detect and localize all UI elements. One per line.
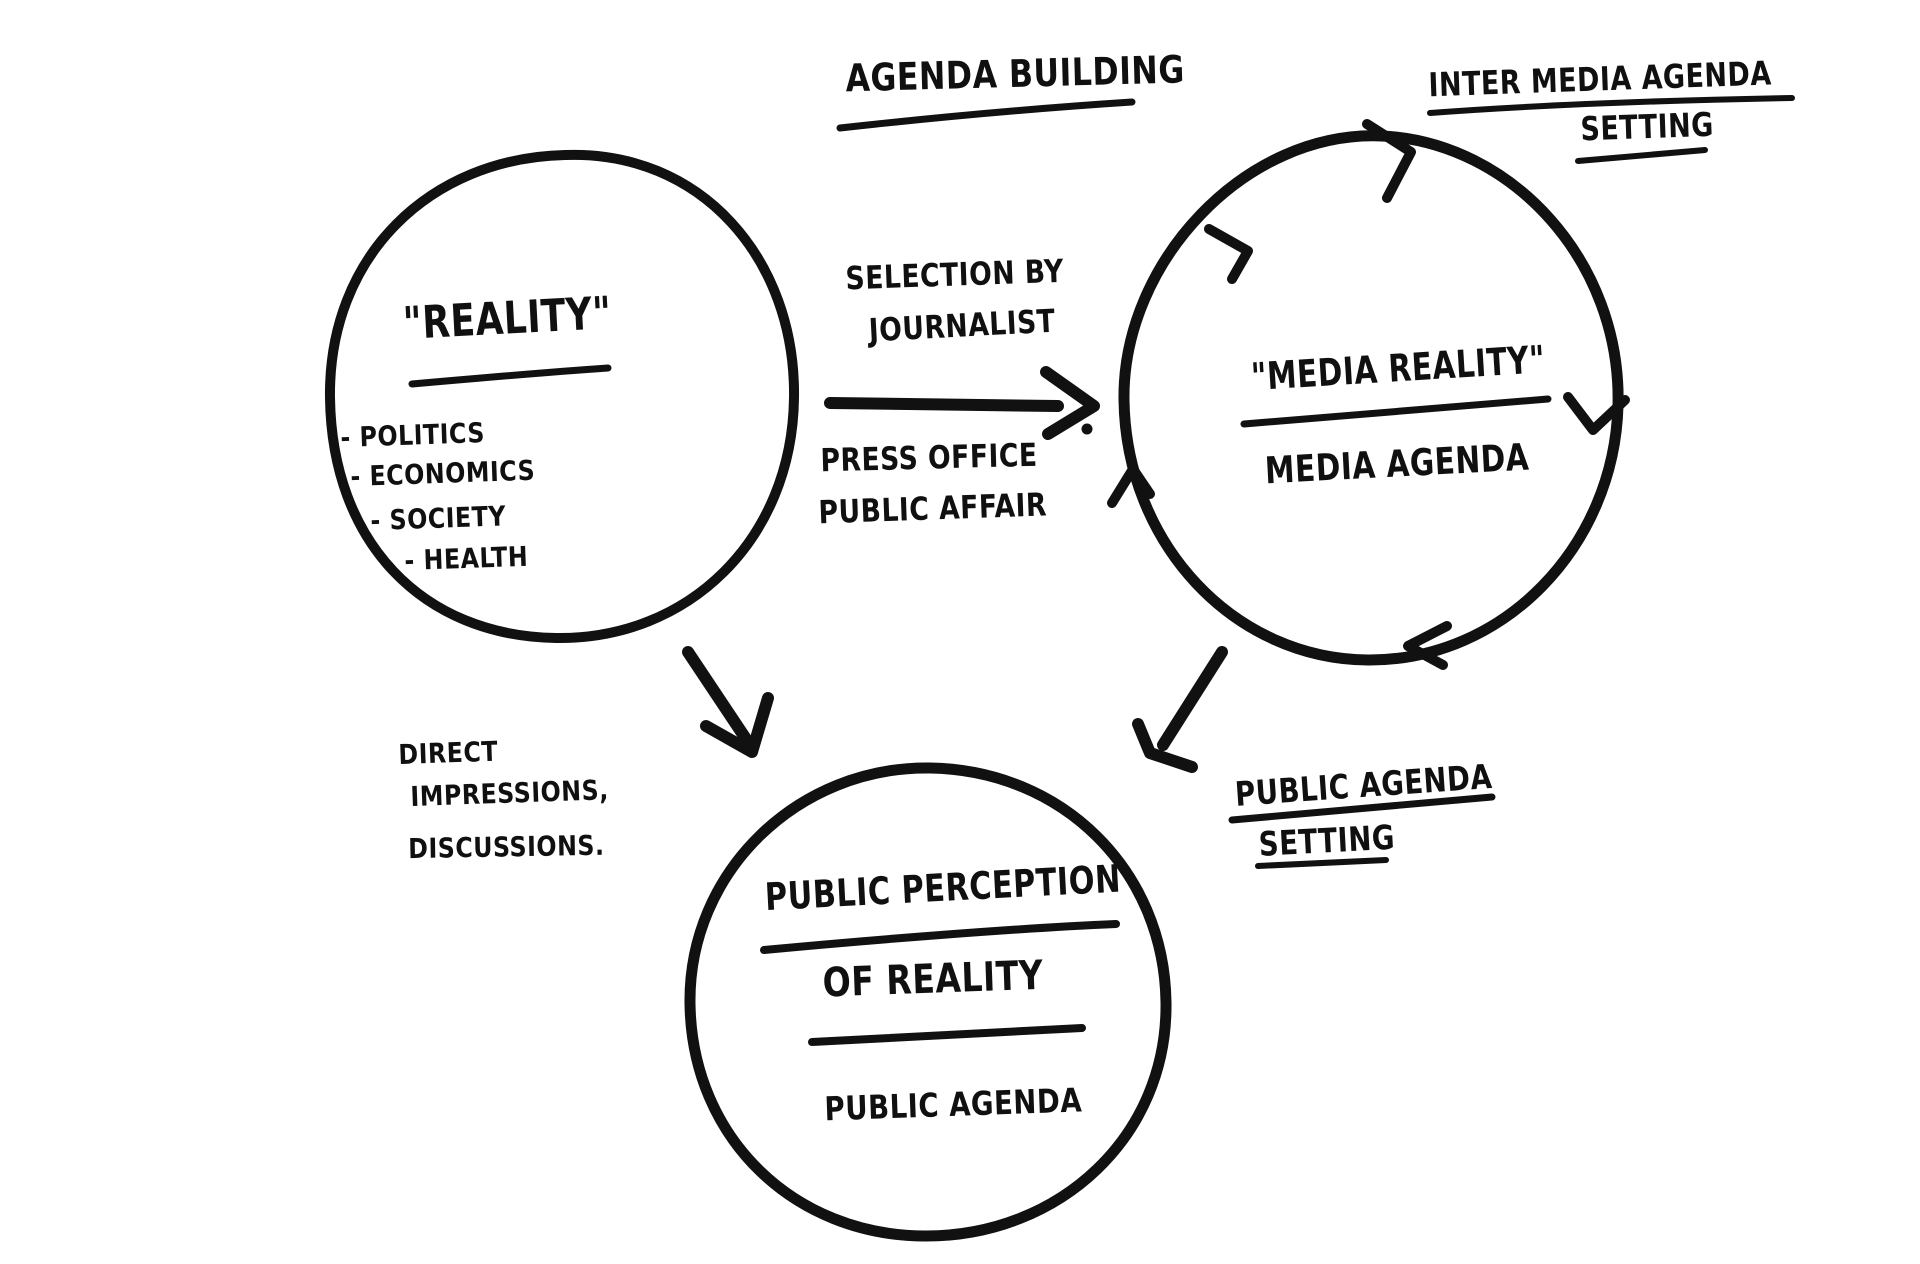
reality-item-economics: - ECONOMICS: [349, 454, 536, 493]
media-circle-arrowhead-left: [1107, 464, 1155, 508]
inter-media-underline: [1427, 95, 1795, 116]
selection-by-label: SELECTION BY: [844, 252, 1065, 298]
setting-underline: [1255, 857, 1389, 869]
arrow-media-to-public-shaft: [1157, 646, 1228, 751]
media-circle-arrowhead-right: [1563, 392, 1630, 435]
of-reality-label: OF REALITY: [821, 952, 1045, 1007]
title-underline: [836, 98, 1136, 132]
arrow-reality-to-public-shaft: [682, 646, 754, 748]
reality-node-title: "REALITY": [401, 287, 613, 351]
arrow-reality-to-media-head: [1040, 366, 1100, 440]
media-reality-underline: [1240, 395, 1552, 428]
journalist-label: JOURNALIST: [867, 301, 1057, 350]
reality-item-society: - SOCIETY: [369, 500, 507, 537]
reality-item-politics: - POLITICS: [339, 416, 486, 454]
reality-underline: [408, 364, 612, 388]
reality-item-health: - HEALTH: [403, 540, 529, 577]
reality-circle: [324, 149, 800, 644]
arrow-reality-to-public-head: [700, 692, 774, 758]
media-reality-circle: [1118, 130, 1624, 666]
public-perception-underline: [760, 920, 1120, 954]
of-reality-underline: [808, 1024, 1086, 1046]
public-agenda-underline: [1228, 793, 1496, 824]
media-circle-arrowhead-upper-left: [1204, 224, 1253, 284]
inter-media-setting-label: SETTING: [1579, 106, 1715, 150]
public-perception-circle: [684, 762, 1172, 1242]
direct-label: DIRECT: [397, 735, 499, 771]
arrow-reality-to-media-shaft: [824, 397, 1064, 412]
arrow-media-to-public-head: [1132, 718, 1198, 773]
press-office-label: PRESS OFFICE: [819, 436, 1039, 480]
public-agenda-node-label: PUBLIC AGENDA: [823, 1081, 1083, 1130]
impressions-label: IMPRESSIONS,: [409, 773, 610, 813]
arrow-period-dot: [1081, 423, 1093, 435]
media-circle-arrowhead-bottom: [1403, 621, 1452, 670]
inter-media-setting-underline: [1575, 147, 1708, 164]
public-affair-label: PUBLIC AFFAIR: [817, 485, 1048, 532]
media-circle-arrowhead-top: [1362, 119, 1416, 203]
discussions-label: DISCUSSIONS.: [407, 829, 605, 865]
public-agenda-setting-label-2: SETTING: [1257, 818, 1396, 865]
page-title: AGENDA BUILDING: [844, 47, 1186, 102]
